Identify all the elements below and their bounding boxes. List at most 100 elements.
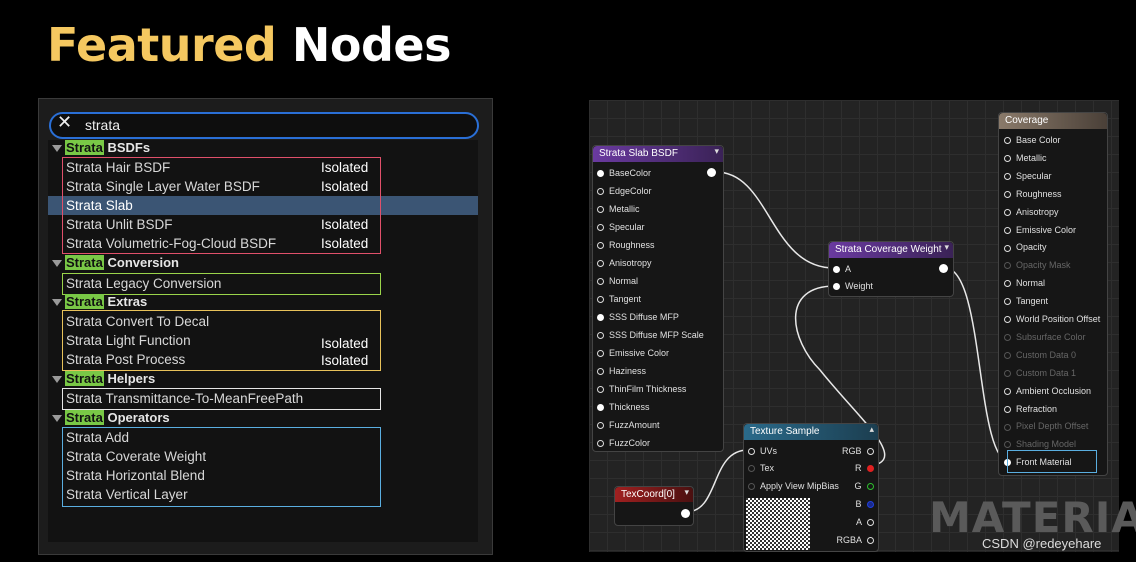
- category-operators[interactable]: Strata Operators: [52, 410, 170, 427]
- output-pin-icon[interactable]: [707, 168, 716, 177]
- output-pin[interactable]: A: [856, 516, 874, 528]
- chevron-up-icon[interactable]: ▴: [869, 424, 874, 434]
- input-pin[interactable]: Metallic: [1004, 152, 1047, 164]
- pin-icon[interactable]: [1004, 262, 1011, 270]
- input-pin[interactable]: SSS Diffuse MFP Scale: [597, 329, 704, 341]
- pin-icon[interactable]: [1004, 208, 1011, 216]
- chevron-down-icon[interactable]: ▾: [684, 487, 689, 497]
- pin-icon[interactable]: [1004, 244, 1011, 252]
- input-pin[interactable]: Thickness: [597, 401, 650, 413]
- pin-icon[interactable]: [597, 404, 604, 412]
- pin-icon[interactable]: [597, 440, 604, 448]
- list-item-selected[interactable]: Strata Slab: [48, 196, 478, 215]
- input-pin[interactable]: Tangent: [1004, 295, 1048, 307]
- texcoord-node[interactable]: TexCoord[0] ▾: [614, 486, 694, 526]
- expand-arrow-icon[interactable]: [52, 260, 62, 268]
- input-pin[interactable]: Apply View MipBias: [748, 480, 839, 492]
- output-pin-icon[interactable]: [939, 264, 948, 273]
- search-input[interactable]: ✕ strata: [49, 112, 479, 139]
- list-item[interactable]: Strata Horizontal Blend: [66, 468, 205, 483]
- input-pin[interactable]: A: [833, 263, 851, 275]
- output-pin[interactable]: RGB: [842, 445, 874, 457]
- input-pin[interactable]: Normal: [597, 275, 638, 287]
- pin-icon[interactable]: [1004, 280, 1011, 288]
- input-pin[interactable]: Emissive Color: [1004, 224, 1076, 236]
- input-pin[interactable]: Opacity: [1004, 241, 1047, 253]
- strata-coverage-weight-node[interactable]: Strata Coverage Weight ▾ A Weight: [828, 241, 954, 297]
- pin-icon[interactable]: [597, 422, 604, 430]
- node-title[interactable]: TexCoord[0]: [615, 487, 693, 502]
- pin-icon[interactable]: [1004, 226, 1011, 234]
- input-pin[interactable]: Custom Data 0: [1004, 349, 1076, 361]
- input-pin[interactable]: Ambient Occlusion: [1004, 385, 1091, 397]
- output-pin[interactable]: R: [855, 462, 874, 474]
- list-item[interactable]: Strata Coverate Weight: [66, 449, 207, 464]
- input-pin[interactable]: Tex: [748, 462, 774, 474]
- expand-arrow-icon[interactable]: [52, 299, 62, 307]
- pin-icon[interactable]: [597, 188, 604, 196]
- pin-icon[interactable]: [867, 483, 874, 491]
- input-pin[interactable]: Custom Data 1: [1004, 367, 1076, 379]
- pin-icon[interactable]: [867, 448, 874, 456]
- input-pin[interactable]: BaseColor: [597, 167, 651, 179]
- output-pin[interactable]: RGBA: [836, 534, 874, 546]
- input-pin[interactable]: Base Color: [1004, 134, 1061, 146]
- node-title[interactable]: Strata Slab BSDF: [593, 146, 723, 162]
- category-conversion[interactable]: Strata Conversion: [52, 255, 179, 272]
- expand-arrow-icon[interactable]: [52, 376, 62, 384]
- pin-icon[interactable]: [1004, 316, 1011, 324]
- pin-icon[interactable]: [597, 242, 604, 250]
- pin-icon[interactable]: [597, 296, 604, 304]
- node-title[interactable]: Texture Sample: [744, 424, 878, 440]
- pin-icon[interactable]: [748, 465, 755, 473]
- output-pin[interactable]: B: [855, 498, 874, 510]
- pin-icon[interactable]: [748, 483, 755, 491]
- pin-icon[interactable]: [1004, 137, 1011, 145]
- input-pin[interactable]: FuzzAmount: [597, 419, 660, 431]
- pin-icon[interactable]: [1004, 172, 1011, 180]
- list-item[interactable]: Strata Add: [66, 430, 130, 445]
- pin-icon[interactable]: [597, 368, 604, 376]
- pin-icon[interactable]: [597, 206, 604, 214]
- list-item[interactable]: Strata Legacy Conversion: [66, 276, 222, 291]
- input-pin[interactable]: World Position Offset: [1004, 313, 1100, 325]
- input-pin[interactable]: Refraction: [1004, 403, 1057, 415]
- input-pin[interactable]: Tangent: [597, 293, 641, 305]
- input-pin[interactable]: Haziness: [597, 365, 646, 377]
- input-pin[interactable]: UVs: [748, 445, 777, 457]
- pin-icon[interactable]: [597, 386, 604, 394]
- input-pin[interactable]: EdgeColor: [597, 185, 652, 197]
- pin-icon[interactable]: [833, 283, 840, 291]
- input-pin[interactable]: Opacity Mask: [1004, 259, 1071, 271]
- chevron-down-icon[interactable]: ▾: [944, 242, 949, 252]
- pin-icon[interactable]: [1004, 190, 1011, 198]
- input-pin[interactable]: Emissive Color: [597, 347, 669, 359]
- output-pin-icon[interactable]: [681, 509, 690, 518]
- pin-icon[interactable]: [597, 260, 604, 268]
- pin-icon[interactable]: [597, 332, 604, 340]
- pin-icon[interactable]: [867, 519, 874, 527]
- list-item[interactable]: Strata Convert To Decal: [66, 314, 210, 329]
- input-pin[interactable]: Specular: [1004, 170, 1052, 182]
- input-pin[interactable]: Weight: [833, 280, 873, 292]
- pin-icon[interactable]: [1004, 334, 1011, 342]
- pin-icon[interactable]: [597, 278, 604, 286]
- input-pin[interactable]: ThinFilm Thickness: [597, 383, 686, 395]
- pin-icon[interactable]: [597, 314, 604, 322]
- input-pin[interactable]: Roughness: [1004, 188, 1062, 200]
- input-pin[interactable]: FuzzColor: [597, 437, 650, 449]
- pin-icon[interactable]: [867, 537, 874, 545]
- node-title[interactable]: Strata Coverage Weight: [829, 242, 953, 258]
- input-pin[interactable]: Normal: [1004, 277, 1045, 289]
- node-title[interactable]: Coverage: [999, 113, 1107, 129]
- pin-icon[interactable]: [748, 448, 755, 456]
- input-pin[interactable]: Shading Model: [1004, 438, 1076, 450]
